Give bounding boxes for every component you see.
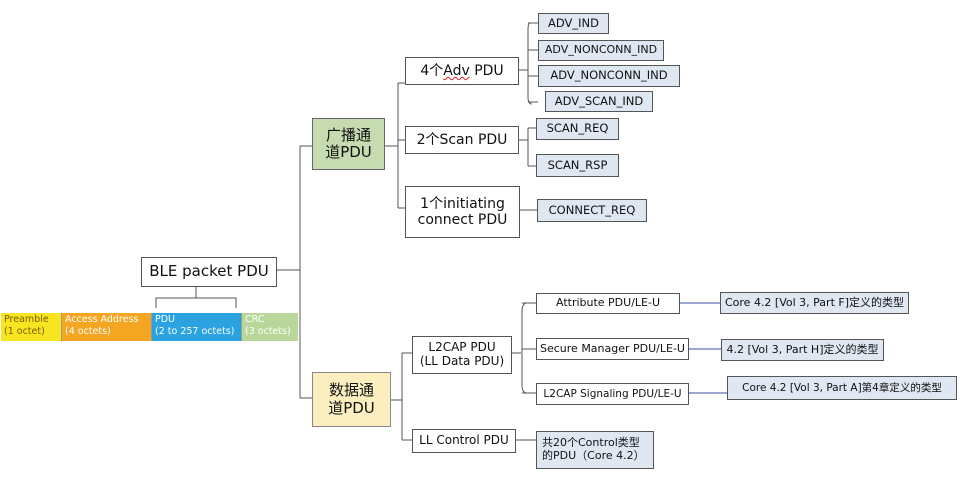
- root-connector: [277, 145, 312, 399]
- adv-pdu-group-node: 4个Adv PDU: [405, 57, 519, 85]
- packet-field-size: (4 octets): [65, 326, 111, 337]
- packet-field-size: (1 octet): [4, 326, 45, 337]
- initiating-label-line2: connect PDU: [417, 212, 508, 228]
- leaf-adv-nonconn-ind-2: ADV_NONCONN_IND: [538, 65, 680, 87]
- packet-field-name: CRC: [245, 314, 265, 325]
- data-channel-node: 数据通 道PDU: [312, 372, 391, 427]
- packet-field-size: (3 octets): [245, 326, 291, 337]
- packet-field-size: (2 to 257 octets): [155, 326, 235, 337]
- l2cap-signaling-pdu-note: Core 4.2 [Vol 3, Part A]第4章定义的类型: [727, 376, 957, 400]
- initiating-pdu-group-node: 1个initiating connect PDU: [405, 186, 520, 238]
- data-channel-label-line1: 数据通: [328, 381, 374, 400]
- adv-channel-label-line2: 道PDU: [325, 143, 372, 161]
- pdu-bracket: [155, 286, 237, 308]
- ll-control-pdu-node: LL Control PDU: [412, 429, 516, 453]
- packet-field-name: Access Address: [65, 314, 139, 325]
- scan-pdu-group-label: 2个Scan PDU: [416, 131, 508, 148]
- initiating-label-line1: 1个initiating: [420, 195, 505, 212]
- l2cap-signaling-pdu-node: L2CAP Signaling PDU/LE-U: [536, 383, 689, 405]
- root-node: BLE packet PDU: [141, 257, 277, 287]
- adv-pdu-group-label: 4个Adv PDU: [420, 62, 504, 79]
- leaf-connect-req: CONNECT_REQ: [537, 199, 647, 222]
- leaf-adv-scan-ind: ADV_SCAN_IND: [545, 91, 653, 112]
- scan-brace: [519, 127, 536, 167]
- leaf-scan-rsp: SCAN_RSP: [536, 154, 619, 177]
- ll-control-note-line2: 的PDU（Core 4.2）: [542, 449, 645, 462]
- adv-brace: [519, 22, 538, 105]
- attribute-pdu-node: Attribute PDU/LE-U: [536, 293, 680, 314]
- adv-channel-label-line1: 广播通: [325, 125, 371, 144]
- packet-field-pdu: PDU (2 to 257 octets): [152, 313, 242, 341]
- secure-manager-pdu-node: Secure Manager PDU/LE-U: [536, 338, 689, 360]
- packet-field-name: PDU: [155, 314, 175, 325]
- secure-manager-pdu-note: 4.2 [Vol 3, Part H]定义的类型: [721, 339, 884, 361]
- leaf-adv-nonconn-ind: ADV_NONCONN_IND: [538, 40, 664, 61]
- root-label: BLE packet PDU: [149, 262, 269, 281]
- ll-control-note-line1: 共20个Control类型: [542, 436, 640, 450]
- packet-field-crc: CRC (3 octets): [242, 313, 298, 341]
- scan-pdu-group-node: 2个Scan PDU: [405, 126, 519, 154]
- l2cap-label-line2: (LL Data PDU): [419, 354, 505, 368]
- ll-control-label: LL Control PDU: [419, 433, 509, 448]
- leaf-scan-req: SCAN_REQ: [536, 118, 619, 140]
- data-channel-label-line2: 道PDU: [328, 398, 375, 417]
- ll-control-note: 共20个Control类型 的PDU（Core 4.2）: [536, 431, 654, 469]
- adv-channel-node: 广播通 道PDU: [312, 118, 385, 170]
- packet-field-preamble: Preamble (1 octet): [1, 313, 62, 341]
- l2cap-pdu-node: L2CAP PDU (LL Data PDU): [412, 336, 512, 374]
- packet-field-access-address: Access Address (4 octets): [62, 313, 152, 341]
- leaf-adv-ind: ADV_IND: [538, 13, 609, 34]
- data-connector: [391, 352, 412, 441]
- l2cap-brace: [512, 302, 536, 394]
- attribute-pdu-note: Core 4.2 [Vol 3, Part F]定义的类型: [720, 292, 909, 314]
- packet-field-name: Preamble: [4, 314, 49, 325]
- l2cap-label-line1: L2CAP PDU: [428, 340, 496, 355]
- adv-connector: [385, 82, 405, 209]
